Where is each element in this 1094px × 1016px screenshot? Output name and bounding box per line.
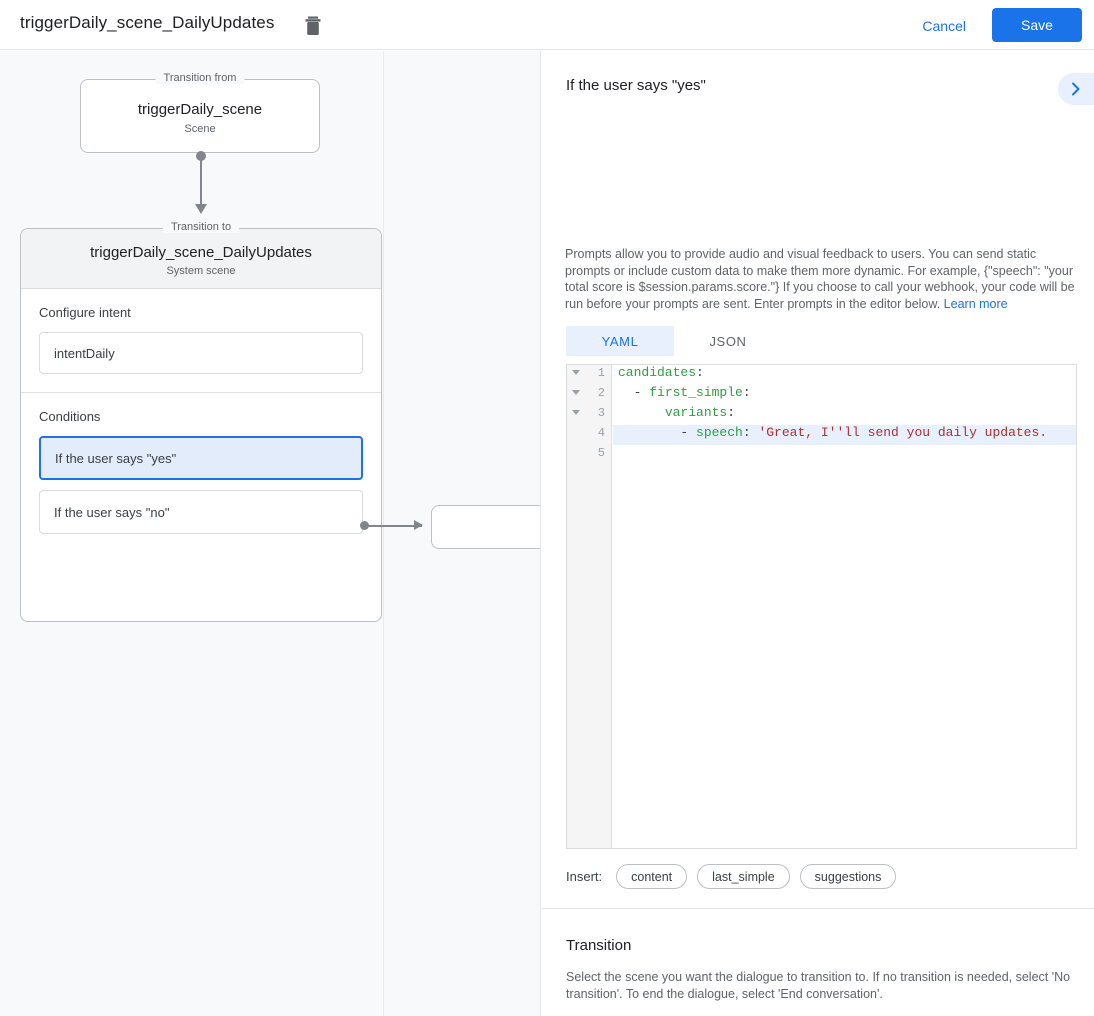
editor-gutter-line: 5 xyxy=(567,445,611,465)
trash-icon xyxy=(305,16,321,35)
transition-title: Transition xyxy=(566,937,632,954)
code-token: speech xyxy=(696,425,743,440)
details-panel: If the user says "yes" Call your webhook… xyxy=(542,51,1094,1016)
arrow-head-icon xyxy=(195,204,207,214)
cancel-button[interactable]: Cancel xyxy=(914,14,974,38)
transition-to-legend: Transition to xyxy=(162,221,240,233)
transition-to-name: triggerDaily_scene_DailyUpdates xyxy=(90,244,312,261)
fold-triangle-icon[interactable] xyxy=(572,410,580,415)
insert-chip-content[interactable]: content xyxy=(616,864,688,889)
format-tabs: YAML JSON xyxy=(566,326,782,356)
editor-code-line[interactable]: candidates: xyxy=(613,365,1076,385)
learn-more-link[interactable]: Learn more xyxy=(943,296,1008,311)
arrow-shaft xyxy=(200,156,202,209)
insert-row: Insert: content last_simple suggestions xyxy=(566,864,906,889)
code-token: : xyxy=(696,365,704,380)
tab-json[interactable]: JSON xyxy=(674,326,782,356)
code-token: variants xyxy=(664,405,728,420)
transition-to-subtitle: System scene xyxy=(166,265,236,277)
prompts-description-text: Prompts allow you to provide audio and v… xyxy=(565,247,1075,311)
transition-description: Select the scene you want the dialogue t… xyxy=(566,970,1071,1001)
editor-gutter-line: 4 xyxy=(567,425,611,445)
conditions-section: Conditions If the user says "yes" If the… xyxy=(21,392,381,562)
code-token: 'Great, I''ll send you daily updates. xyxy=(758,425,1048,440)
transition-from-name: triggerDaily_scene xyxy=(137,101,263,118)
condition-connector-arrow-icon xyxy=(414,520,423,530)
insert-label: Insert: xyxy=(566,869,603,884)
editor-line-number: 4 xyxy=(597,426,605,440)
insert-chip-suggestions[interactable]: suggestions xyxy=(799,864,897,889)
editor-code-line[interactable]: variants: xyxy=(613,405,1076,425)
fold-triangle-icon[interactable] xyxy=(572,370,580,375)
code-token xyxy=(618,405,665,420)
code-token: : xyxy=(727,405,736,420)
condition-connector-line xyxy=(368,525,422,527)
editor-code-line[interactable]: - first_simple: xyxy=(613,385,1076,405)
expand-panel-button[interactable] xyxy=(1058,73,1094,105)
flow-arrow-down xyxy=(194,151,208,221)
transition-from-subtitle: Scene xyxy=(184,123,216,135)
transition-to-node[interactable]: Transition to triggerDaily_scene_DailyUp… xyxy=(20,221,382,622)
condition-item-no[interactable]: If the user says "no" xyxy=(39,490,363,534)
editor-gutter: 1 2 3 4 5 xyxy=(567,365,612,848)
configure-intent-label: Configure intent xyxy=(39,305,131,320)
intent-value-box[interactable]: intentDaily xyxy=(39,332,363,374)
details-panel-title: If the user says "yes" xyxy=(566,77,706,94)
editor-line-number: 5 xyxy=(597,446,605,460)
editor-gutter-line: 1 xyxy=(567,365,611,385)
code-token: candidates xyxy=(618,365,697,380)
editor-code-line[interactable] xyxy=(613,445,1076,465)
page-title: triggerDaily_scene_DailyUpdates xyxy=(20,13,275,32)
editor-line-number: 2 xyxy=(597,386,605,400)
prompts-description: Prompts allow you to provide audio and v… xyxy=(565,246,1081,312)
condition-item-yes[interactable]: If the user says "yes" xyxy=(39,436,363,480)
downstream-node[interactable] xyxy=(431,505,540,549)
editor-gutter-line: 2 xyxy=(567,385,611,405)
configure-intent-section: Configure intent intentDaily xyxy=(21,289,381,392)
code-token: first_simple xyxy=(649,385,743,400)
transition-from-node[interactable]: Transition from triggerDaily_scene Scene xyxy=(80,72,320,153)
save-button[interactable]: Save xyxy=(992,8,1082,42)
transition-from-legend: Transition from xyxy=(155,72,245,84)
conditions-label: Conditions xyxy=(39,409,101,424)
section-divider xyxy=(542,908,1094,909)
editor-code-area[interactable]: candidates: - first_simple: variants: - … xyxy=(613,365,1076,848)
editor-line-number: 1 xyxy=(597,366,605,380)
insert-chip-last-simple[interactable]: last_simple xyxy=(697,864,790,889)
editor-line-number: 3 xyxy=(597,406,605,420)
top-bar: triggerDaily_scene_DailyUpdates Cancel S… xyxy=(0,0,1094,50)
editor-gutter-line: 3 xyxy=(567,405,611,425)
editor-code-line[interactable]: - speech: 'Great, I''ll send you daily u… xyxy=(613,425,1076,445)
flow-canvas[interactable]: Transition from triggerDaily_scene Scene… xyxy=(0,51,541,1016)
prompt-code-editor[interactable]: 1 2 3 4 5 candidates: - first_simple: varian… xyxy=(566,364,1077,849)
delete-button[interactable] xyxy=(303,15,323,37)
tab-yaml[interactable]: YAML xyxy=(566,326,674,356)
chevron-right-icon xyxy=(1072,82,1080,96)
code-token: - xyxy=(618,385,650,400)
condition-output-dot xyxy=(360,521,369,530)
code-token: : xyxy=(742,425,759,440)
code-token: - xyxy=(618,425,697,440)
transition-to-header: triggerDaily_scene_DailyUpdates System s… xyxy=(21,229,381,289)
code-token: : xyxy=(742,385,751,400)
fold-triangle-icon[interactable] xyxy=(572,390,580,395)
canvas-guide-line xyxy=(383,51,384,1016)
